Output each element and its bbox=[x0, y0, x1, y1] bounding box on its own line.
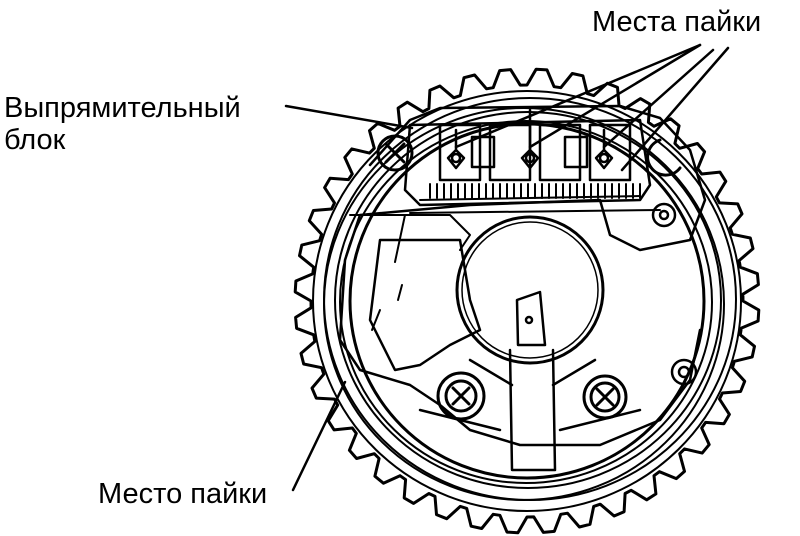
leader-solder-4 bbox=[620, 46, 730, 172]
stator-winding bbox=[312, 90, 742, 512]
leader-solder-3 bbox=[602, 48, 715, 149]
leader-solder-2 bbox=[528, 43, 702, 149]
rotor-bearing bbox=[455, 215, 605, 365]
screw-top-right-icon bbox=[646, 138, 682, 177]
leader-lines bbox=[284, 43, 730, 492]
rectifier-block-label: Выпрямительный блок bbox=[4, 92, 241, 156]
terminal-stud-right-icon bbox=[651, 202, 698, 386]
screw-top-left-icon bbox=[376, 134, 414, 172]
housing-plate bbox=[338, 104, 707, 447]
rectifier-block bbox=[403, 118, 661, 214]
leader-bottom-solder bbox=[291, 380, 347, 492]
center-terminal-tab bbox=[418, 290, 642, 472]
stator-outer-housing bbox=[293, 67, 761, 535]
regulator-plate-edge bbox=[349, 214, 471, 251]
solder-point-label: Место пайки bbox=[98, 478, 268, 510]
solder-points-label: Места пайки bbox=[592, 6, 762, 38]
rectifier-label-line2: блок bbox=[4, 124, 66, 156]
screw-bottom-left-icon bbox=[436, 371, 486, 421]
leader-solder-1 bbox=[454, 43, 702, 149]
rectifier-label-line1: Выпрямительный bbox=[4, 92, 241, 124]
heatsink-fins bbox=[429, 183, 641, 199]
screw-bottom-right-icon bbox=[582, 374, 628, 420]
leader-rectifier bbox=[284, 104, 414, 130]
